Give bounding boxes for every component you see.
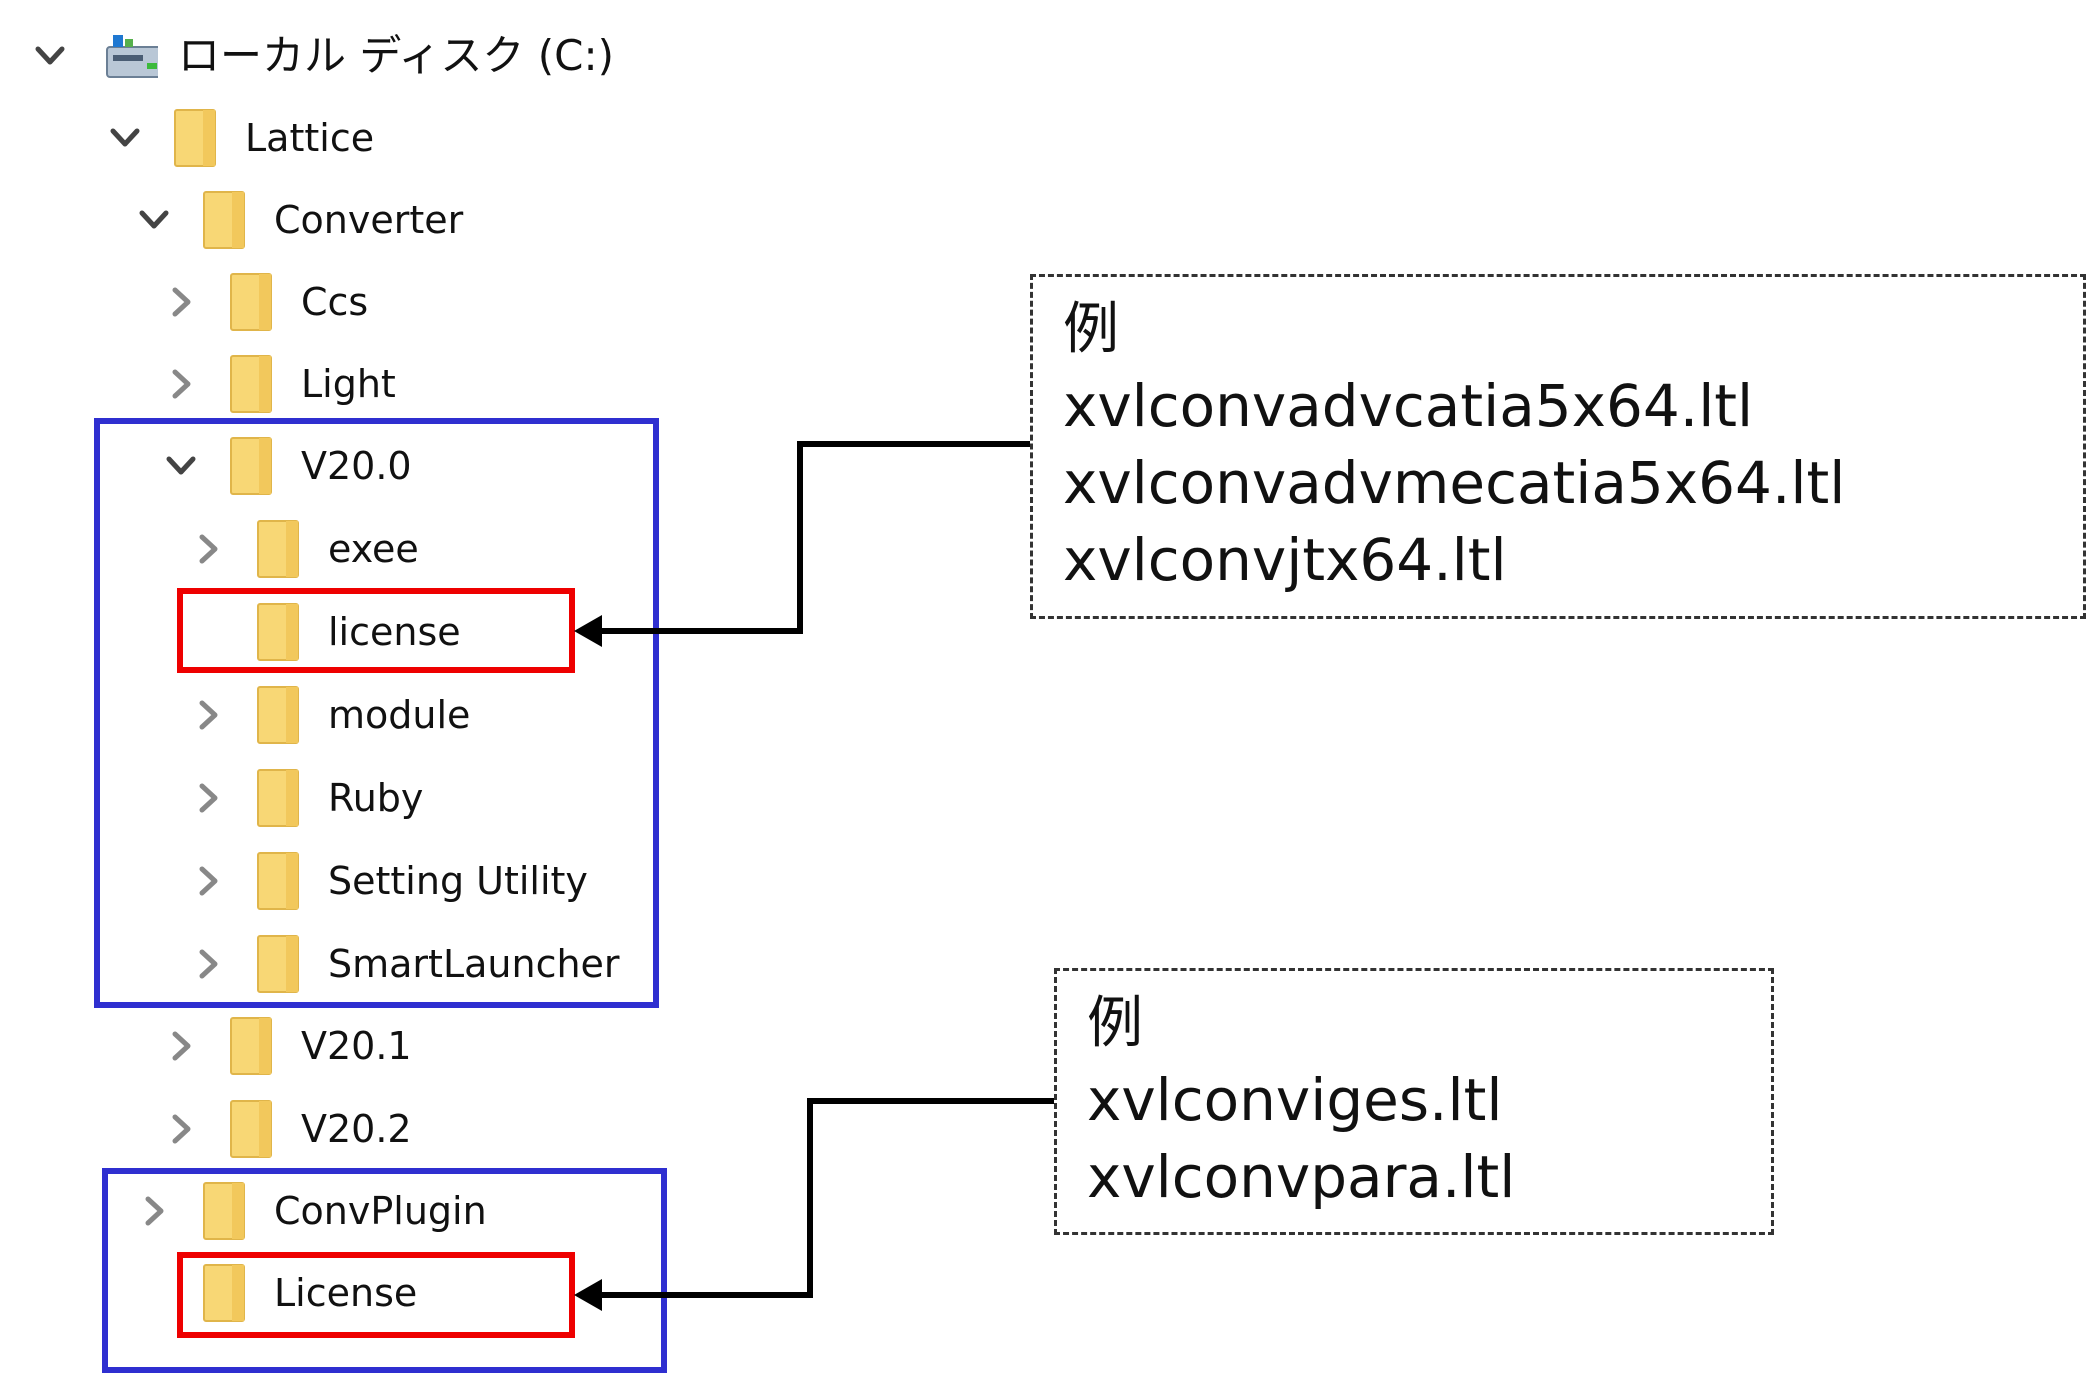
tree-item-label: license xyxy=(328,610,461,654)
license-folder-highlight xyxy=(177,588,575,673)
folder-icon xyxy=(203,1182,245,1240)
tree-item-label: exee xyxy=(328,527,419,571)
chevron-down-icon[interactable] xyxy=(30,36,70,76)
callout-line: xvlconvadvcatia5x64.ltl xyxy=(1063,372,1754,440)
license-convplugin-highlight xyxy=(177,1252,575,1338)
tree-item-license-convplugin[interactable]: License xyxy=(202,1253,417,1333)
callout-line: xvlconvjtx64.ltl xyxy=(1063,526,1507,594)
v20-0-group-highlight xyxy=(94,418,659,1008)
tree-item-exee[interactable]: exee xyxy=(188,509,419,589)
tree-item-ccs[interactable]: Ccs xyxy=(161,262,368,342)
tree-item-label: Converter xyxy=(274,198,464,242)
tree-item-label: License xyxy=(274,1271,418,1315)
tree-item-ruby[interactable]: Ruby xyxy=(188,758,423,838)
folder-icon xyxy=(174,109,216,167)
chevron-down-icon[interactable] xyxy=(161,446,201,486)
tree-item-label: SmartLauncher xyxy=(328,942,620,986)
tree-item-local-disk-c[interactable]: ローカル ディスク (C:) xyxy=(30,16,614,96)
callout-line: xvlconviges.ltl xyxy=(1087,1066,1503,1134)
callout-line: xvlconvadvmecatia5x64.ltl xyxy=(1063,449,1846,517)
chevron-right-icon[interactable] xyxy=(161,364,201,404)
chevron-right-icon[interactable] xyxy=(188,778,228,818)
tree-item-label: V20.1 xyxy=(301,1024,412,1068)
tree-item-v20-2[interactable]: V20.2 xyxy=(161,1089,412,1169)
tree-item-label: ConvPlugin xyxy=(274,1189,487,1233)
tree-item-module[interactable]: module xyxy=(188,675,470,755)
tree-item-setting-utility[interactable]: Setting Utility xyxy=(188,841,588,921)
folder-tree: ローカル ディスク (C:) Lattice Converter Ccs Lig… xyxy=(0,0,700,1373)
chevron-down-icon[interactable] xyxy=(105,118,145,158)
tree-item-label: module xyxy=(328,693,471,737)
chevron-right-icon[interactable] xyxy=(134,1191,174,1231)
folder-icon xyxy=(230,1017,272,1075)
callout-v20-license-examples: 例 xvlconvadvcatia5x64.ltl xvlconvadvmeca… xyxy=(1030,274,2086,619)
folder-icon xyxy=(230,437,272,495)
folder-icon xyxy=(203,191,245,249)
tree-item-label: Ccs xyxy=(301,280,369,324)
chevron-right-icon[interactable] xyxy=(188,944,228,984)
folder-icon xyxy=(257,520,299,578)
folder-icon xyxy=(257,852,299,910)
tree-item-label: ローカル ディスク (C:) xyxy=(178,31,615,80)
tree-item-convplugin[interactable]: ConvPlugin xyxy=(134,1171,487,1251)
folder-icon xyxy=(257,935,299,993)
folder-icon xyxy=(230,273,272,331)
tree-item-converter[interactable]: Converter xyxy=(134,180,463,260)
chevron-right-icon[interactable] xyxy=(188,861,228,901)
chevron-right-icon[interactable] xyxy=(161,1109,201,1149)
chevron-right-icon[interactable] xyxy=(161,1026,201,1066)
folder-icon xyxy=(257,603,299,661)
chevron-down-icon[interactable] xyxy=(134,200,174,240)
callout-line: xvlconvpara.ltl xyxy=(1087,1143,1516,1211)
tree-item-license[interactable]: license xyxy=(256,592,461,672)
tree-item-label: Setting Utility xyxy=(328,859,588,903)
folder-icon xyxy=(257,769,299,827)
chevron-right-icon[interactable] xyxy=(188,695,228,735)
folder-icon xyxy=(257,686,299,744)
tree-item-label: Light xyxy=(301,362,396,406)
callout-heading: 例 xyxy=(1063,297,1119,362)
tree-item-label: V20.0 xyxy=(301,444,412,488)
folder-icon xyxy=(230,355,272,413)
tree-item-lattice[interactable]: Lattice xyxy=(105,98,374,178)
tree-item-v20-0[interactable]: V20.0 xyxy=(161,426,412,506)
callout-convplugin-license-examples: 例 xvlconviges.ltl xvlconvpara.ltl xyxy=(1054,968,1774,1235)
tree-item-smartlauncher[interactable]: SmartLauncher xyxy=(188,924,620,1004)
chevron-right-icon[interactable] xyxy=(161,282,201,322)
tree-item-label: Lattice xyxy=(245,116,375,160)
tree-item-light[interactable]: Light xyxy=(161,344,396,424)
chevron-right-icon[interactable] xyxy=(188,529,228,569)
tree-item-label: V20.2 xyxy=(301,1107,412,1151)
hard-drive-icon xyxy=(106,35,158,78)
folder-icon xyxy=(230,1100,272,1158)
tree-item-v20-1[interactable]: V20.1 xyxy=(161,1006,412,1086)
tree-item-label: Ruby xyxy=(328,776,424,820)
folder-icon xyxy=(203,1264,245,1322)
callout-heading: 例 xyxy=(1087,991,1143,1056)
